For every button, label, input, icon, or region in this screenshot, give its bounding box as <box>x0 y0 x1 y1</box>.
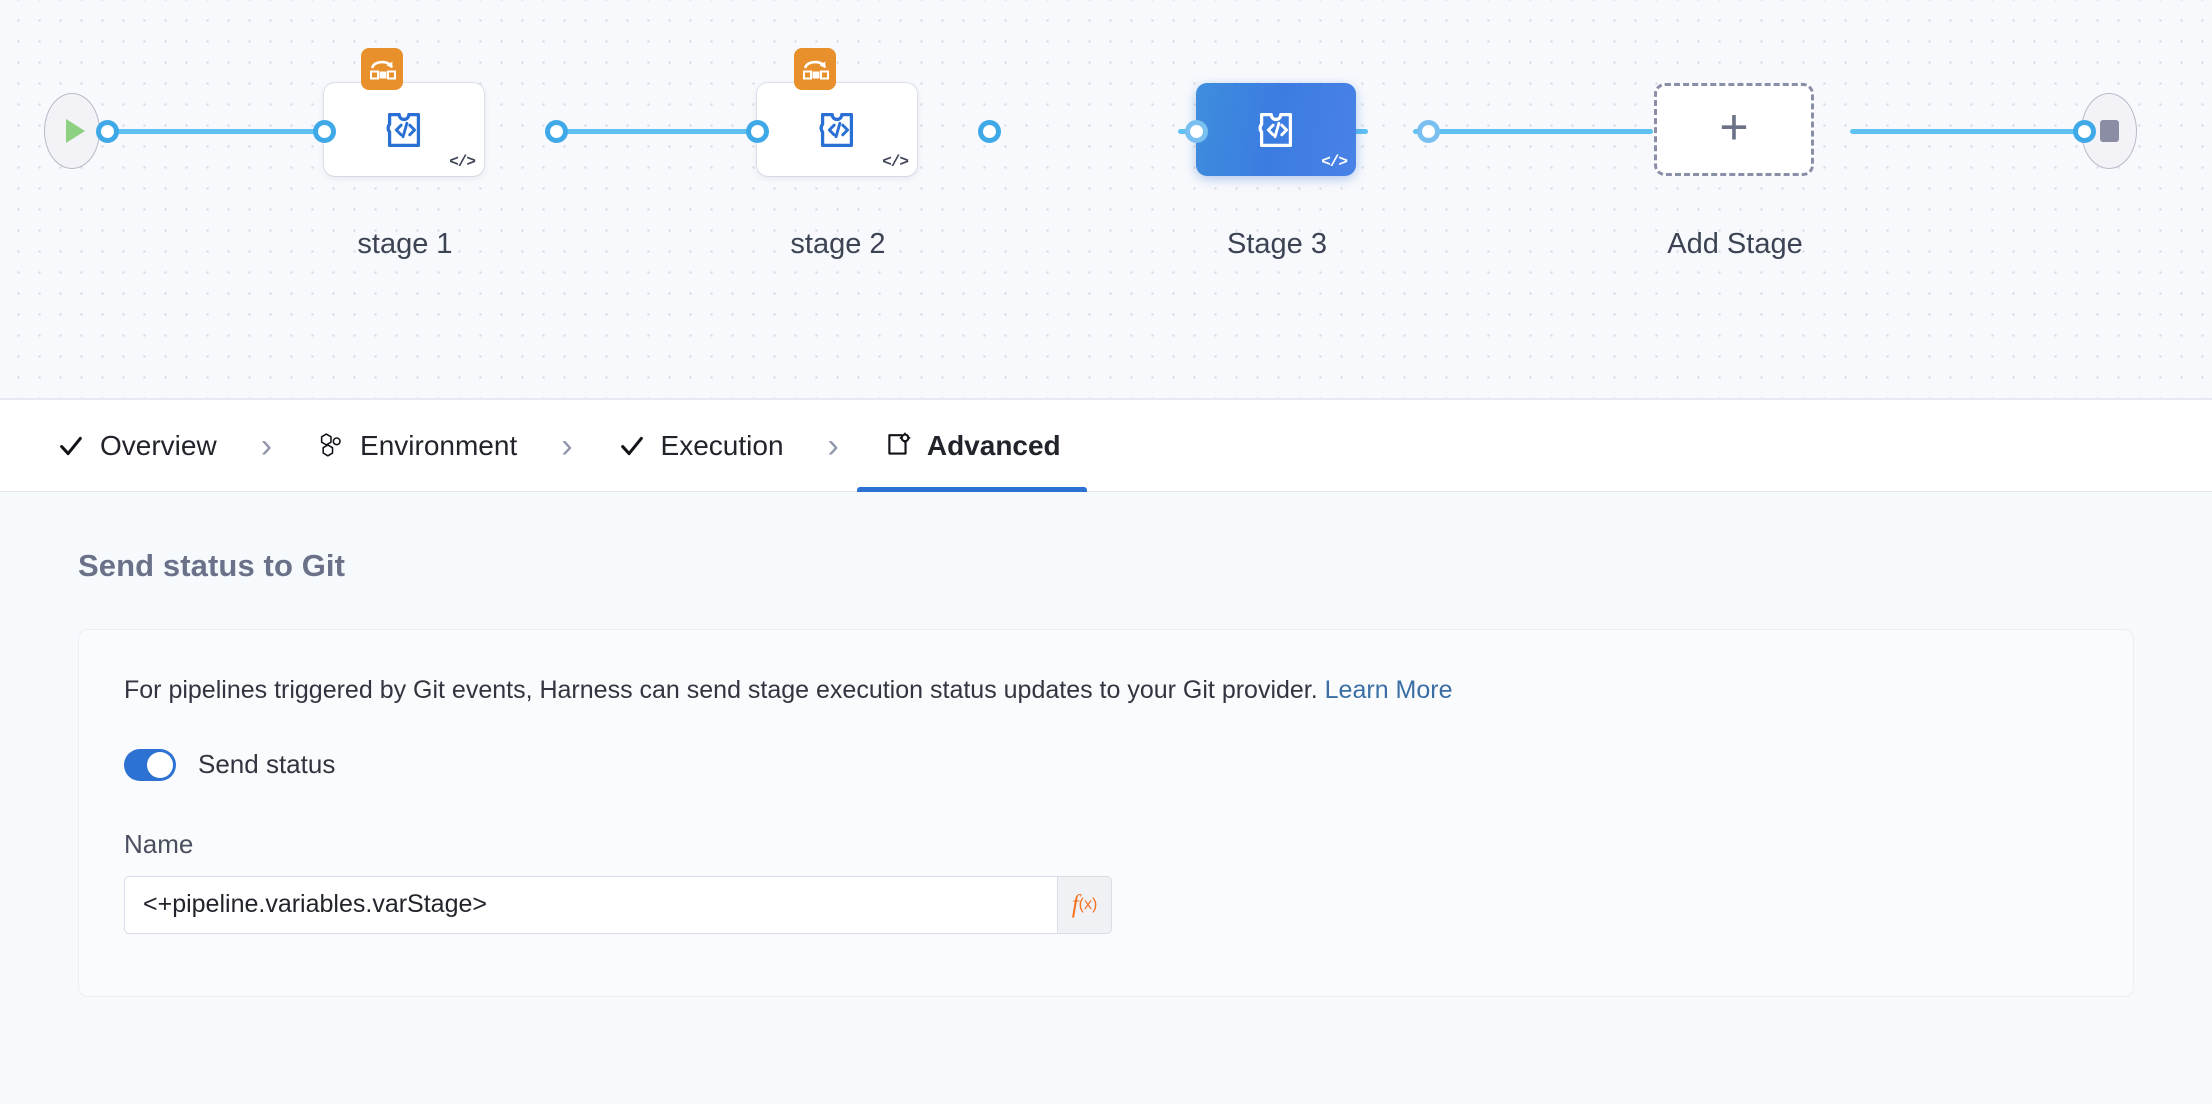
check-icon <box>56 431 86 461</box>
chevron-right-icon: › <box>260 426 273 465</box>
stage-tab-bar[interactable]: Overview › Environment › Execution › Adv… <box>0 400 2212 492</box>
connector-port[interactable] <box>313 120 336 143</box>
check-icon <box>617 431 647 461</box>
name-field-label: Name <box>124 828 194 859</box>
tab-advanced[interactable]: Advanced <box>856 400 1087 492</box>
advanced-gear-icon <box>883 431 913 461</box>
panel-description: For pipelines triggered by Git events, H… <box>124 674 2088 707</box>
add-stage-label: Add Stage <box>1667 228 1803 260</box>
tab-label: Advanced <box>926 429 1061 461</box>
connector-line <box>1850 129 2080 134</box>
connector-line <box>96 129 256 134</box>
stage-node[interactable]: </> <box>757 48 917 176</box>
chevron-right-icon: › <box>827 426 839 465</box>
stage-label: stage 1 <box>357 228 453 260</box>
infrastructure-icon <box>316 431 346 461</box>
looping-strategy-icon <box>361 48 403 90</box>
connector-port[interactable] <box>978 120 1001 143</box>
connector-port[interactable] <box>2073 120 2096 143</box>
chevron-right-icon: › <box>561 426 573 465</box>
fx-f-label: f <box>1071 890 1079 918</box>
connector-port[interactable] <box>1185 120 1208 143</box>
tab-execution[interactable]: Execution <box>591 400 810 492</box>
learn-more-link[interactable]: Learn More <box>1324 676 1453 704</box>
stage-label: stage 2 <box>790 228 886 260</box>
panel-description-text: For pipelines triggered by Git events, H… <box>124 676 1325 704</box>
send-status-toggle-row: Send status <box>124 748 2088 781</box>
plus-icon: + <box>1719 99 1749 155</box>
tab-label: Environment <box>360 429 518 461</box>
play-icon <box>65 119 85 143</box>
code-marker-icon: </> <box>882 153 909 171</box>
name-field-row: f(x) <box>124 875 1112 934</box>
tab-label: Execution <box>660 429 784 461</box>
send-status-panel: For pipelines triggered by Git events, H… <box>78 629 2134 997</box>
connector-port[interactable] <box>1417 120 1440 143</box>
pipeline-start-node[interactable] <box>44 93 100 169</box>
expression-fx-button[interactable]: f(x) <box>1057 875 1112 934</box>
connector-port[interactable] <box>746 120 769 143</box>
looping-strategy-icon <box>794 48 836 90</box>
fx-x-label: (x) <box>1078 895 1098 913</box>
connector-port[interactable] <box>545 120 568 143</box>
ci-stage-icon <box>819 112 854 147</box>
code-marker-icon: </> <box>449 153 476 171</box>
tab-environment[interactable]: Environment <box>290 400 543 492</box>
connector-line <box>1413 129 1653 134</box>
code-marker-icon: </> <box>1321 153 1348 171</box>
connector-line <box>545 129 730 134</box>
advanced-tab-content: Send status to Git For pipelines trigger… <box>0 492 2212 1104</box>
connector-port[interactable] <box>96 120 119 143</box>
name-input[interactable] <box>124 875 1057 934</box>
stage-node-selected[interactable]: </> <box>1196 83 1356 176</box>
connector-line <box>248 129 368 134</box>
page-title: Send status to Git <box>78 548 346 583</box>
tab-label: Overview <box>100 429 217 461</box>
send-status-toggle-label: Send status <box>198 749 336 779</box>
tab-overview[interactable]: Overview <box>30 400 243 492</box>
ci-stage-icon <box>386 112 421 147</box>
ci-stage-icon <box>1258 112 1293 147</box>
toggle-knob <box>147 751 173 778</box>
stop-icon <box>2099 120 2119 142</box>
stage-label: Stage 3 <box>1227 228 1327 260</box>
add-stage-button[interactable]: + <box>1654 83 1814 176</box>
pipeline-canvas[interactable]: </> stage 1 </> stage 2 <box>0 0 2212 400</box>
stage-node[interactable]: </> <box>324 48 484 176</box>
send-status-toggle[interactable] <box>124 748 176 781</box>
